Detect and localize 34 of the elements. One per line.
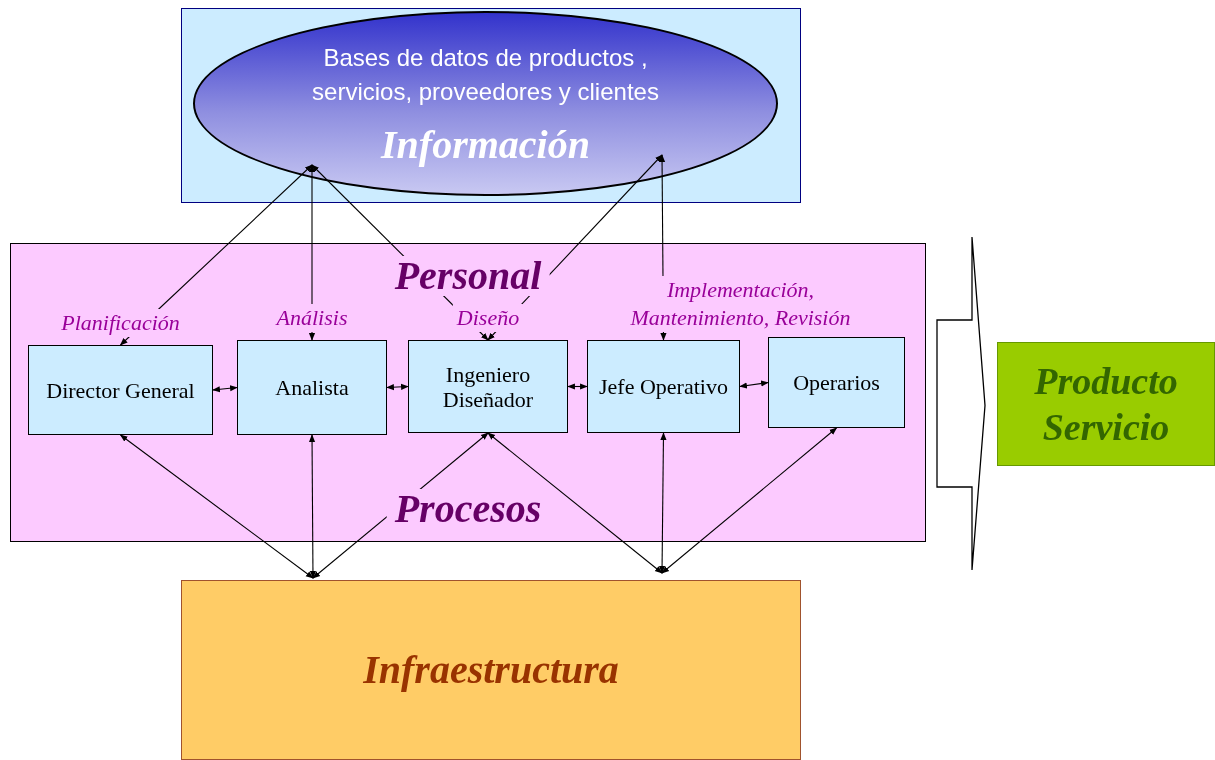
role-label: Analista: [275, 375, 349, 400]
arrow: [308, 164, 316, 341]
role-box: [768, 337, 905, 428]
database-label: Bases de datos de productos , servicios, proveedores y clientes: [311, 43, 660, 107]
arrow: [119, 434, 314, 579]
role-box: [28, 345, 213, 435]
infrastructure-label: Infraestructura: [363, 646, 619, 694]
arrow: [119, 164, 313, 346]
role-box: [587, 340, 740, 433]
arrow: [567, 383, 588, 390]
block-arrow: [936, 236, 986, 571]
role-label: Director General: [46, 377, 195, 403]
arrow: [212, 385, 238, 393]
arrow: [312, 432, 489, 579]
arrow: [659, 154, 667, 341]
arrow: [661, 427, 838, 574]
arrow: [487, 154, 663, 341]
product-service-label: Producto Servicio: [1033, 359, 1179, 450]
infrastructure-box: [181, 580, 801, 760]
arrow: [386, 383, 409, 391]
role-box: [237, 340, 387, 435]
output-box: [997, 342, 1215, 466]
arrow: [311, 164, 489, 341]
role-label: Ingeniero Diseñador: [441, 361, 535, 412]
role-label: Jefe Operativo: [599, 374, 728, 399]
arrow: [659, 432, 667, 574]
personnel-band: [10, 243, 926, 542]
arrow: [308, 434, 317, 579]
arrow: [487, 432, 663, 574]
information-title: Información: [381, 121, 590, 169]
phase-label: Diseño: [452, 304, 524, 332]
role-label: Operarios: [793, 370, 880, 395]
arrow: [739, 380, 769, 389]
role-box: [408, 340, 568, 433]
